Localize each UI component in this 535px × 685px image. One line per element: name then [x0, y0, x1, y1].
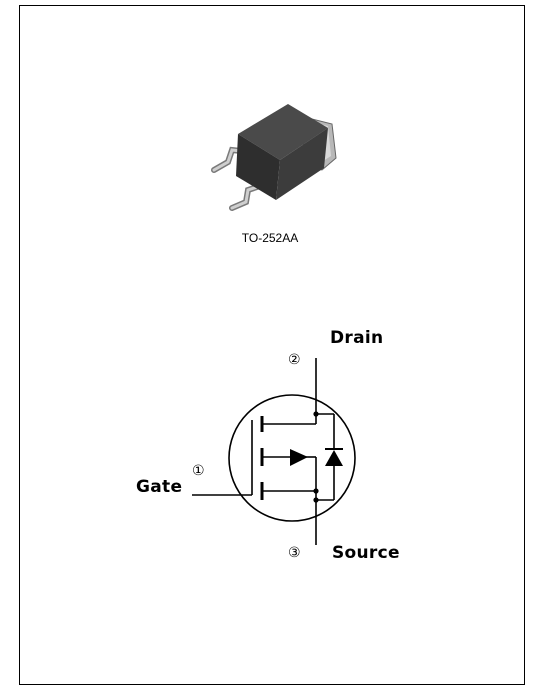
pin-label-source: Source	[332, 543, 400, 563]
package-label: TO-252AA	[241, 231, 299, 245]
to252-package-icon	[211, 104, 337, 211]
symbol-fills	[290, 411, 343, 503]
pin-label-gate: Gate	[136, 477, 183, 497]
pin-number-drain: ②	[288, 352, 301, 368]
n-channel-mosfet-symbol	[192, 358, 356, 545]
pin-label-drain: Drain	[330, 328, 384, 348]
pin-number-source: ③	[288, 545, 301, 561]
artwork	[192, 104, 356, 545]
pin-number-gate: ①	[192, 463, 205, 479]
